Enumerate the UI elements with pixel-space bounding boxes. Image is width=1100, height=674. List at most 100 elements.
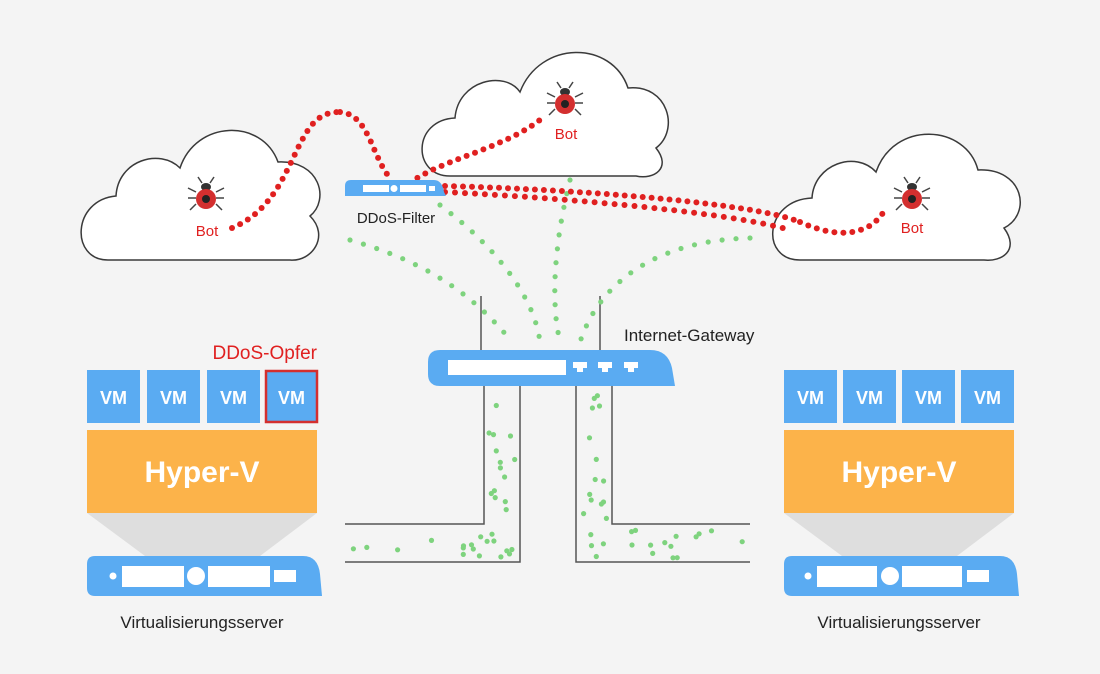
internet-gateway-label: Internet-Gateway xyxy=(624,326,755,345)
traffic-dot xyxy=(501,329,507,335)
traffic-dot xyxy=(512,456,518,463)
attack-dot xyxy=(603,191,610,197)
traffic-dot xyxy=(662,540,668,546)
vm-row-left: VM VM VM VM xyxy=(87,369,319,424)
attack-dot xyxy=(496,184,502,191)
traffic-dot xyxy=(648,542,654,548)
traffic-dot xyxy=(600,541,607,547)
traffic-dot xyxy=(747,235,753,241)
vm-box-victim xyxy=(264,369,319,424)
attack-dot xyxy=(363,130,370,137)
attack-dot xyxy=(299,135,306,142)
attack-dot xyxy=(702,200,709,207)
attack-dot xyxy=(641,204,648,210)
attack-dot xyxy=(270,191,277,198)
attack-dot xyxy=(611,201,618,208)
attack-dot xyxy=(462,190,468,197)
attack-dot xyxy=(367,138,374,145)
traffic-dot xyxy=(460,551,466,558)
traffic-dot xyxy=(491,538,497,544)
attack-dot xyxy=(488,143,495,149)
attack-dot xyxy=(258,205,265,211)
vm-label: VM xyxy=(974,388,1001,408)
attack-dot xyxy=(782,214,789,221)
traffic-dot xyxy=(479,239,485,245)
attack-dot xyxy=(505,185,511,192)
attack-dot xyxy=(720,213,727,220)
attack-dot xyxy=(324,110,331,117)
traffic-dot xyxy=(507,270,513,276)
attack-dot xyxy=(648,194,655,201)
vm-box xyxy=(961,370,1014,423)
traffic-dot xyxy=(486,430,492,436)
traffic-dot xyxy=(509,546,515,553)
traffic-dot xyxy=(593,553,599,560)
traffic-dot xyxy=(691,242,698,248)
traffic-dot xyxy=(350,546,356,552)
attack-dot xyxy=(438,162,445,169)
traffic-dot xyxy=(632,527,639,534)
traffic-dot xyxy=(493,448,499,454)
attack-dot xyxy=(879,210,886,217)
attack-dot xyxy=(414,174,421,181)
attack-dot xyxy=(521,193,528,200)
traffic-dot xyxy=(459,219,465,226)
traffic-dot xyxy=(449,283,455,289)
traffic-dot xyxy=(470,546,476,552)
attack-dot xyxy=(244,216,251,223)
attack-dot xyxy=(866,223,873,230)
attack-dot xyxy=(487,184,493,191)
traffic-dot xyxy=(578,336,584,342)
attack-dot xyxy=(576,189,583,196)
traffic-dot xyxy=(493,402,499,409)
traffic-dot xyxy=(522,294,528,300)
attack-dot xyxy=(531,186,538,193)
attack-dot xyxy=(561,196,568,203)
vm-row-right: VM VM VM VM xyxy=(784,370,1014,423)
traffic-dot xyxy=(555,329,561,336)
attack-dot xyxy=(790,216,797,223)
traffic-dot xyxy=(733,236,739,242)
attack-dot xyxy=(295,143,302,150)
traffic-dot xyxy=(693,534,699,540)
attack-dot xyxy=(585,189,592,196)
attack-dot xyxy=(451,183,457,190)
traffic-dot xyxy=(502,474,508,480)
traffic-dot xyxy=(502,499,508,505)
attack-dot xyxy=(469,183,475,190)
traffic-dot xyxy=(515,282,521,288)
attack-dot xyxy=(551,196,558,202)
attack-dot xyxy=(345,111,352,118)
traffic-dot xyxy=(503,507,509,513)
attack-dot xyxy=(738,205,744,212)
traffic-dot xyxy=(490,432,497,438)
attack-dot xyxy=(681,208,688,215)
traffic-dot xyxy=(719,237,725,243)
attack-dot xyxy=(571,197,578,204)
traffic-dot xyxy=(586,435,593,441)
attack-dot xyxy=(779,225,786,231)
traffic-dot xyxy=(471,300,477,306)
attack-dot xyxy=(422,170,429,177)
internet-gateway-device xyxy=(428,350,675,386)
attack-dot xyxy=(558,188,565,194)
attack-dot xyxy=(630,193,637,200)
traffic-dot xyxy=(588,543,595,549)
traffic-dot xyxy=(425,268,431,274)
attack-dot xyxy=(452,189,458,196)
traffic-dot xyxy=(497,459,503,465)
traffic-dot xyxy=(739,539,745,545)
attack-dot xyxy=(773,212,780,218)
ddos-filter-device xyxy=(345,180,446,196)
vm-box xyxy=(843,370,896,423)
router-icon xyxy=(448,360,638,375)
traffic-dot xyxy=(498,259,504,265)
traffic-dot xyxy=(596,403,603,409)
attack-dot xyxy=(478,184,484,191)
bug-icon xyxy=(187,176,225,211)
attack-dot xyxy=(229,225,235,231)
traffic-dot xyxy=(528,307,534,313)
attack-dot xyxy=(840,229,847,236)
vm-box xyxy=(784,370,837,423)
vm-label: VM xyxy=(220,388,247,408)
